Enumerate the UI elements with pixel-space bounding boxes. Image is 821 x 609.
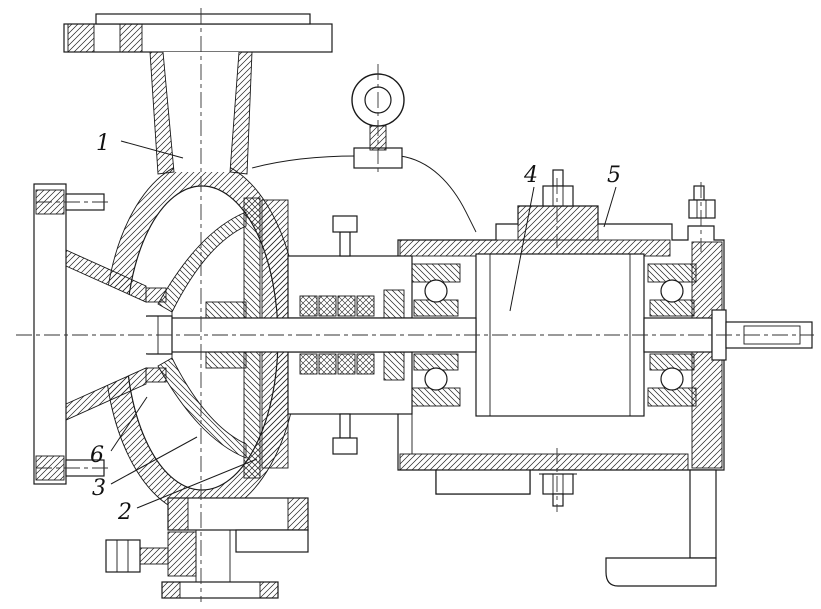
wear-rings: [145, 287, 167, 383]
part-label-4: 4: [523, 163, 538, 188]
support-foot: [435, 469, 717, 587]
ball-bearing-left: [411, 263, 461, 407]
stuffing-box: [287, 215, 413, 455]
pump-shaft: [169, 309, 813, 361]
part-labels: 1 2 3 4 5 6: [90, 131, 621, 525]
part-label-6: 6: [90, 443, 104, 468]
discharge-nozzle: [63, 13, 333, 175]
part-label-1: 1: [96, 131, 110, 156]
part-label-3: 3: [92, 476, 106, 501]
bracket-stud-top-center: [539, 169, 577, 207]
bracket-stud-bottom-center: [539, 473, 577, 507]
drain-plug: [105, 531, 197, 577]
casing-cover: [251, 147, 477, 469]
ball-bearing-right: [647, 263, 697, 407]
bracket-stud-top-right: [688, 185, 716, 219]
part-label-2: 2: [117, 500, 132, 525]
centerlines: [16, 8, 814, 602]
part-label-5: 5: [607, 163, 621, 188]
